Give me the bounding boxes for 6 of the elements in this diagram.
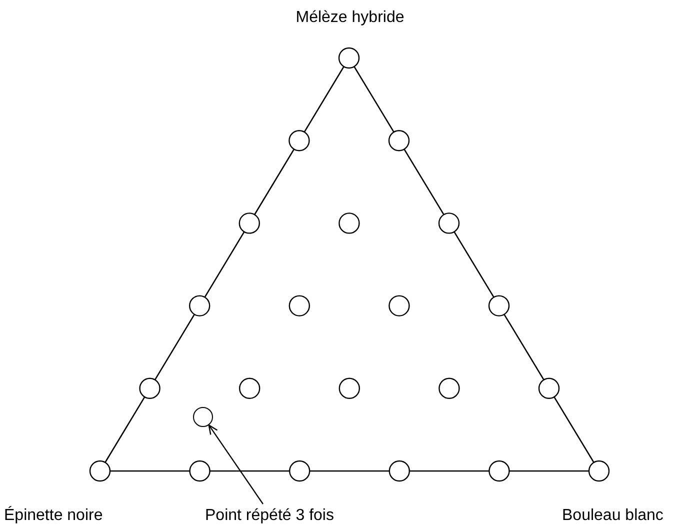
vertex-label: Épinette noire	[4, 506, 103, 526]
leader-arrow	[208, 424, 264, 504]
repeated-point	[193, 407, 213, 427]
point-label: Point répété 3 fois	[205, 506, 334, 526]
vertex-label: Bouleau blanc	[562, 506, 664, 526]
vertex-label: Mélèze hybride	[294, 8, 406, 28]
